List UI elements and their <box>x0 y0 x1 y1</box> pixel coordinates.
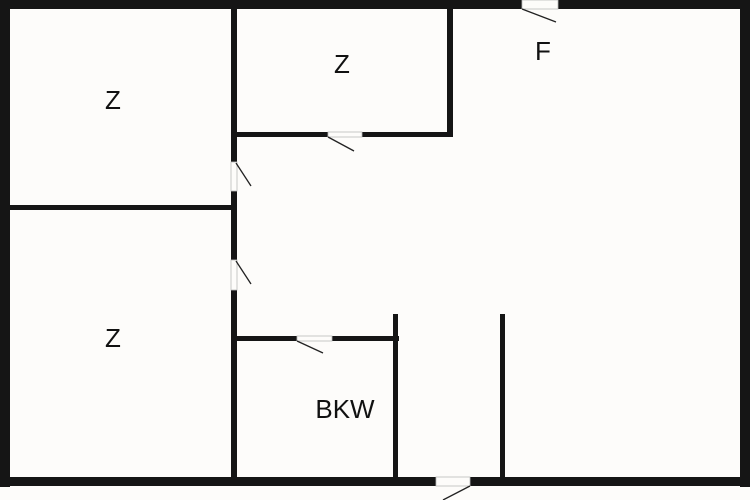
door-bottom[interactable] <box>435 476 471 487</box>
wall-vertical-left <box>231 5 237 480</box>
door-top-room[interactable] <box>327 131 363 138</box>
room-labels: Z Z F Z BKW <box>105 36 551 424</box>
outer-wall-top <box>0 0 750 9</box>
door-entrance-top[interactable] <box>521 0 559 10</box>
room-label-hallway: F <box>535 36 551 66</box>
outer-wall-left <box>0 0 10 487</box>
wall-left-rooms-divider <box>8 205 236 210</box>
walls <box>0 0 750 487</box>
door-storage[interactable] <box>296 335 333 342</box>
room-label-bottom-left: Z <box>105 323 121 353</box>
outer-wall-right <box>740 0 750 487</box>
room-label-top-middle: Z <box>334 49 350 79</box>
door-bottom-left-room[interactable] <box>230 259 238 291</box>
door-top-left-room[interactable] <box>230 161 238 192</box>
room-label-top-left: Z <box>105 85 121 115</box>
outer-wall-bottom <box>0 477 750 486</box>
wall-top-room-right <box>447 5 453 137</box>
wall-storage-right <box>393 314 398 480</box>
wall-hall-right <box>500 314 505 480</box>
doors <box>230 0 559 500</box>
room-label-storage: BKW <box>315 394 375 424</box>
